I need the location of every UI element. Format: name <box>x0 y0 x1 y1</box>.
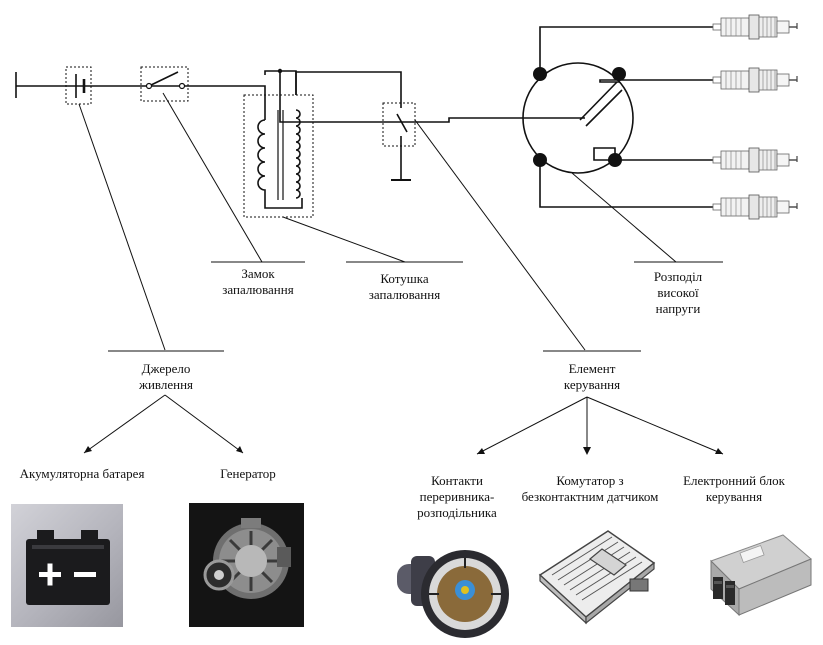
battery-icon <box>26 530 110 605</box>
label-line: керування <box>705 489 763 504</box>
label-line: керування <box>563 377 621 392</box>
label-line: переривника- <box>419 489 495 504</box>
label-distributor: Розподіл високої напруги <box>628 269 728 317</box>
arrow-to-ecu <box>586 396 724 455</box>
breaker-wire <box>295 71 402 108</box>
switch-contact-left <box>145 82 153 90</box>
breaker-blade <box>396 113 408 133</box>
coil-bottom-wire <box>264 198 303 209</box>
switch-blade <box>148 71 179 87</box>
leader-power-source <box>78 103 166 351</box>
label-line: Контакти <box>431 473 483 488</box>
distributor-rotor-edge <box>585 89 623 127</box>
battery-photo <box>11 504 123 627</box>
arrow-to-generator <box>164 394 244 454</box>
label-power-source: Джерело живлення <box>112 361 220 393</box>
ecu-photo <box>710 534 812 617</box>
label-line: Електронний блок <box>683 473 785 488</box>
label-line: Комутатор з <box>556 473 624 488</box>
distributor-photo <box>397 550 509 638</box>
arrowhead-generator <box>236 446 243 453</box>
leader-ignition-switch <box>162 92 263 263</box>
battery-dashed-box <box>65 66 92 105</box>
commutator-photo <box>538 530 656 625</box>
label-line: напруги <box>655 301 701 316</box>
lead-plug-4 <box>539 160 713 208</box>
coil-secondary-winding <box>295 109 301 199</box>
leader-coil <box>282 216 406 263</box>
label-ecu: Електронний блок керування <box>675 473 793 505</box>
label-ignition-switch: Замок запалювання <box>206 266 310 298</box>
lead-plug-1 <box>539 26 713 74</box>
leader-control-element <box>414 119 586 351</box>
distributor-terminal-4 <box>608 153 622 167</box>
distributor-terminal-3 <box>533 153 547 167</box>
arrowhead-ecu <box>715 448 723 454</box>
arrow-to-battery <box>83 394 166 454</box>
label-line: Генератор <box>220 466 276 481</box>
label-line: Котушка <box>380 271 429 286</box>
spark-plug-icon-3 <box>712 147 798 173</box>
distributor-terminal-1 <box>533 67 547 81</box>
leader-distributor <box>571 172 677 263</box>
junction-dot <box>277 68 283 74</box>
distributor-cap <box>522 62 634 174</box>
breaker-photo <box>393 528 516 640</box>
label-commutator: Комутатор з безконтактним датчиком <box>517 473 663 505</box>
label-ignition-coil: Котушка запалювання <box>344 271 465 303</box>
commutator-photo-box <box>532 519 660 627</box>
arrowhead-battery <box>84 446 92 453</box>
label-line: розподільника <box>417 505 497 520</box>
label-line: Елемент <box>568 361 616 376</box>
coil-output-wire <box>279 71 585 123</box>
label-line: живлення <box>138 377 194 392</box>
arrowhead-breaker <box>477 448 485 454</box>
label-line: Розподіл <box>653 269 703 284</box>
spark-plug-icon-4 <box>712 194 798 220</box>
label-line: Замок <box>241 266 275 281</box>
alternator-photo <box>203 518 291 599</box>
label-breaker-contacts: Контакти переривника- розподільника <box>402 473 512 521</box>
ecu-photo-box <box>701 519 815 631</box>
label-control-element: Елемент керування <box>540 361 644 393</box>
label-line: Акумуляторна батарея <box>19 466 145 481</box>
label-line: запалювання <box>368 287 441 302</box>
label-generator: Генератор <box>198 466 298 482</box>
label-line: запалювання <box>222 282 294 297</box>
switch-dashed-box <box>140 66 189 102</box>
arrowhead-commutator <box>583 447 591 455</box>
coil-primary-wire <box>244 85 266 120</box>
label-line: високої <box>657 285 699 300</box>
distributor-terminal-2 <box>612 67 626 81</box>
lead-plug-3 <box>593 147 713 161</box>
spark-plug-icon-2 <box>712 67 798 93</box>
label-battery: Акумуляторна батарея <box>2 466 162 482</box>
distributor-rotor <box>579 81 618 121</box>
label-line: безконтактним датчиком <box>521 489 659 504</box>
spark-plug-icon-1 <box>712 14 798 40</box>
label-line: Джерело <box>141 361 191 376</box>
coil-dashed-box <box>243 94 314 218</box>
arrow-to-breaker <box>476 396 588 455</box>
generator-photo <box>189 503 304 627</box>
breaker-dashed-box <box>382 102 416 147</box>
switch-contact-right <box>178 82 186 90</box>
coil-primary-winding <box>257 119 266 206</box>
